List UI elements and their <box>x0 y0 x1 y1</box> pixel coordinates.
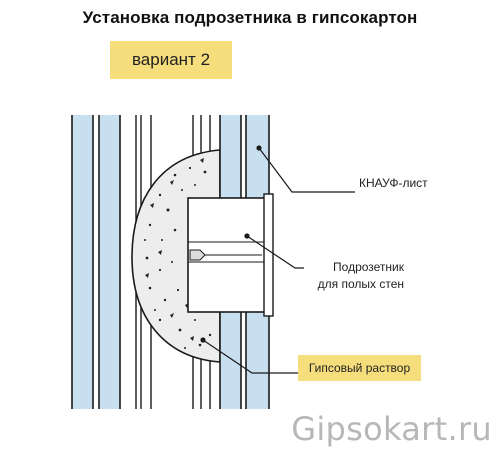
left-board-layers <box>71 115 121 409</box>
left-board-outer <box>72 115 93 409</box>
socket-box <box>187 193 274 317</box>
socket-box-callout: Подрозетник для полых стен <box>304 259 404 293</box>
mortar-specks <box>144 158 212 349</box>
page-title: Установка подрозетника в гипсокартон <box>82 8 418 27</box>
socket-screw <box>189 249 206 261</box>
socket-box-callout-line2: для полых стен <box>317 277 404 291</box>
watermark: Gipsokart.ru <box>291 410 492 448</box>
left-board-inner <box>99 115 120 409</box>
socket-box-flange <box>263 193 274 317</box>
leader-lines <box>200 145 355 374</box>
socket-box-callout-line1: Подрозетник <box>333 260 404 274</box>
variant-badge: вариант 2 <box>110 41 232 79</box>
board-callout: КНАУФ-лист <box>359 176 428 190</box>
mortar-callout: Гипсовый раствор <box>298 355 421 381</box>
